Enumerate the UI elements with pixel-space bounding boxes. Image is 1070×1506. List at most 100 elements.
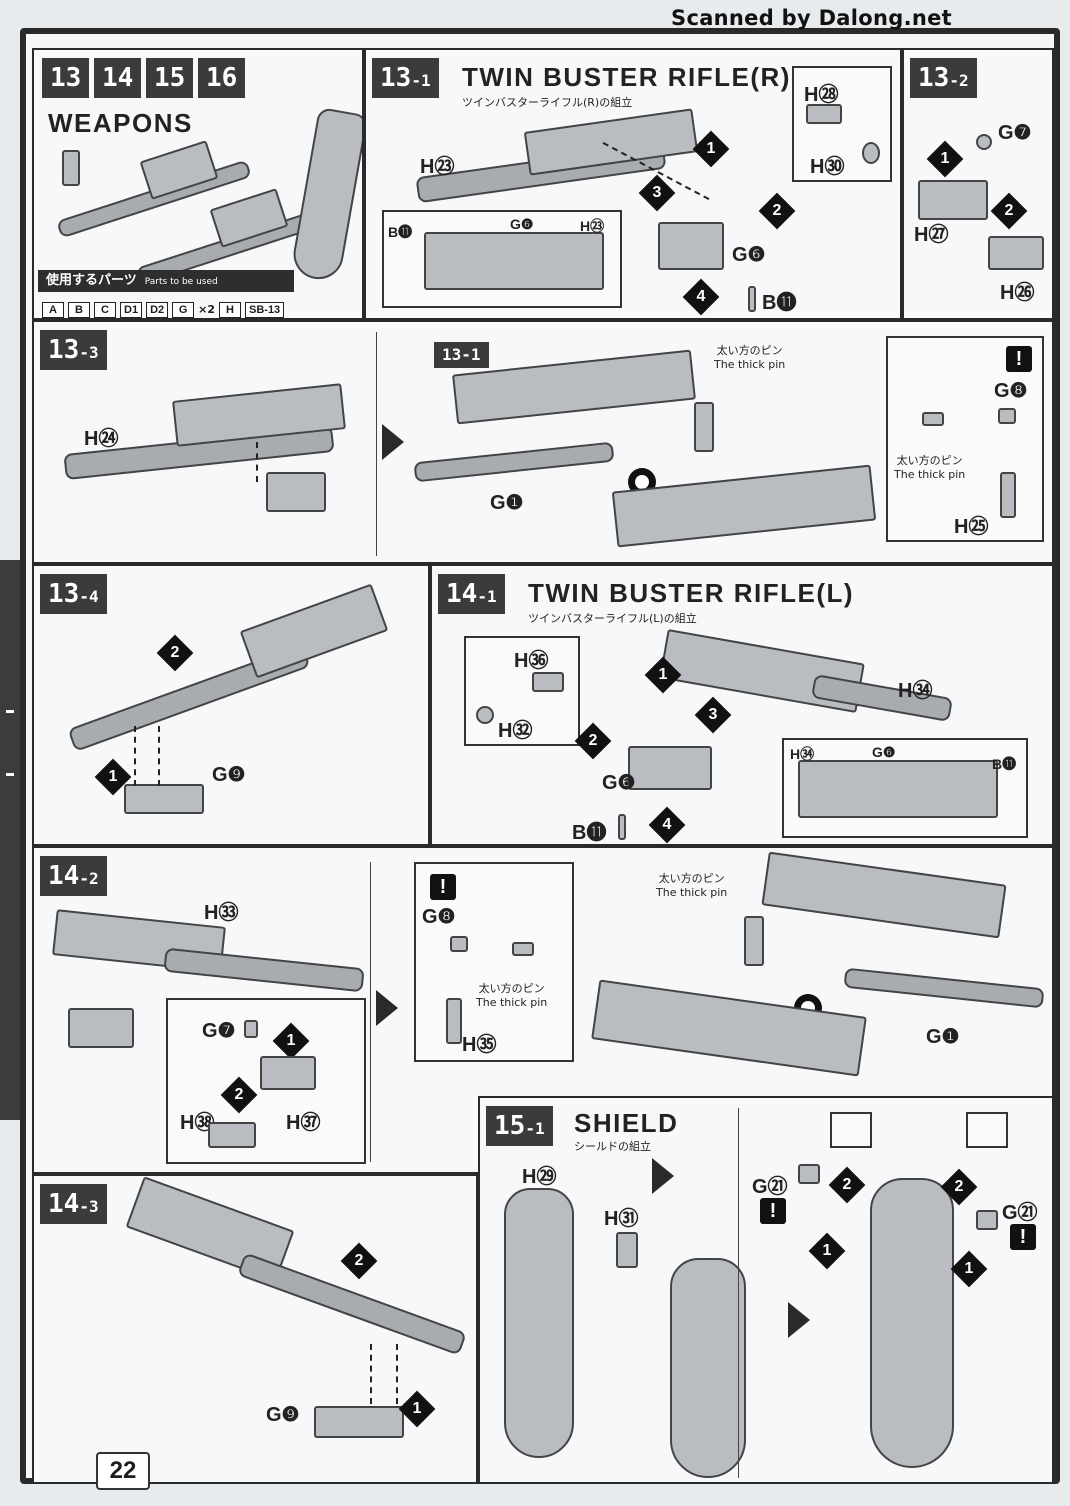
barrel-g1 [413,441,615,483]
step-number-1: 1 [398,1390,436,1428]
next-arrow [376,990,398,1026]
step-13-2-tag: 13-2 [910,58,977,98]
grip-assembly [68,1008,134,1048]
label-g1: G❶ [490,492,524,514]
rifle-frame-upper [761,851,1007,939]
label-h28: H㉘ [804,84,839,106]
label-g7: G❼ [998,122,1032,144]
part-g21-right [976,1210,998,1230]
caution-icon-right: ! [1010,1224,1036,1250]
step-number-1: 1 [926,140,964,178]
part-chip-d2: D2 [146,302,169,318]
part-h35 [446,998,462,1044]
label-h32: H㉜ [498,720,533,742]
grip-pin-part [694,402,714,452]
part-chip-c: C [94,302,116,318]
label-h25: H㉕ [954,516,989,538]
inset-label-g6: G❻ [872,744,896,760]
part-h27-assembly [918,180,988,220]
step-13-3-tag: 13-3 [40,330,107,370]
label-g6: G❻ [732,244,766,266]
label-h33: H㉝ [204,902,239,924]
caution-icon: ! [430,874,456,900]
step-number-1: 1 [644,656,682,694]
pin-parts-illustration [62,150,80,186]
shield-illustration [289,106,362,284]
label-g7: G❼ [202,1020,236,1042]
insert-guide-left [370,1344,372,1404]
label-h34: H㉞ [898,680,933,702]
label-h31: H㉛ [604,1208,639,1230]
page-number: 22 [96,1452,150,1490]
part-chip-h: H [219,302,241,318]
part-h32 [476,706,494,724]
step-number-1: 1 [272,1022,310,1060]
shield-final [870,1178,954,1468]
step-number-3: 3 [638,174,676,212]
step-13-4-panel: 13-4 G❾ 1 2 [32,564,430,846]
step-number-1: 1 [94,758,132,796]
inset-label-h23: H㉓ [580,218,605,234]
h36-h32-inset: H㊱ H㉜ [464,636,580,746]
part-g6 [628,746,712,790]
label-b11: B⓫ [572,822,607,844]
step-number-2: 2 [758,192,796,230]
step-number-2: 2 [990,192,1028,230]
label-h30: H㉚ [810,156,845,178]
parts-heading-en: Parts to be used [144,277,218,287]
step-number-3: 3 [694,696,732,734]
part-g6 [658,222,724,270]
label-g9: G❾ [266,1404,300,1426]
part-h36 [532,672,564,692]
step-13-4-tag: 13-4 [40,574,107,614]
part-h30 [862,142,880,164]
label-h27: H㉗ [914,224,949,246]
next-arrow-2 [788,1302,810,1338]
label-h29: H㉙ [522,1166,557,1188]
label-h26: H㉖ [1000,282,1035,304]
part-chip-g: G [172,302,195,318]
grip-detail-inset: G❼ 1 2 H㊳ H㊲ [166,998,366,1164]
divider-13-3 [376,332,377,556]
label-g9: G❾ [212,764,246,786]
part-h26 [988,236,1044,270]
step-14-1-panel: 14-1 TWIN BUSTER RIFLE(L) ツインバスターライフル(L)… [430,564,1054,846]
ref-tag-13-1: 13-1 [434,342,489,368]
part-h25 [1000,472,1016,518]
grip-part [266,472,326,512]
inset-rifle-l-body [798,760,998,818]
step-13-1-panel: 13-1 TWIN BUSTER RIFLE(R) ツインバスターライフル(R)… [364,48,902,320]
step-number-1: 1 [692,130,730,168]
part-g9 [314,1406,404,1438]
inset-label-b11: B⓫ [388,224,413,240]
next-arrow [652,1158,674,1194]
label-h36: H㊱ [514,650,549,672]
label-g6: G❻ [602,772,636,794]
label-h37: H㊲ [286,1112,321,1134]
part-chip-sb13: SB-13 [245,302,285,318]
part-h38 [208,1122,256,1148]
step-14-1-tag: 14-1 [438,574,505,614]
insert-guide-right [396,1344,398,1404]
step-number-2: 2 [156,634,194,672]
step-14-1-title: TWIN BUSTER RIFLE(L) [528,578,855,608]
scan-watermark: Scanned by Dalong.net [671,6,952,30]
step-14-1-subtitle: ツインバスターライフル(L)の組立 [528,612,697,625]
h28-h30-inset: H㉘ H㉚ [792,66,892,182]
step-15-1-subtitle: シールドの組立 [574,1140,651,1153]
step-14-3-tag: 14-3 [40,1184,107,1224]
insert-guide-right [158,726,160,786]
label-h38: H㊳ [180,1112,215,1134]
parts-to-be-used-header: 使用するパーツ Parts to be used [38,270,294,292]
label-g8: G❽ [994,380,1028,402]
step-15-1-panel: 15-1 SHIELD シールドの組立 H㉙ H㉛ G㉑ ! G㉑ ! 1 2 … [478,1096,1054,1484]
step-number-2-left: 2 [828,1166,866,1204]
parts-heading-jp: 使用するパーツ [46,273,137,288]
side-decoration [0,560,20,1120]
label-g8: G❽ [422,906,456,928]
